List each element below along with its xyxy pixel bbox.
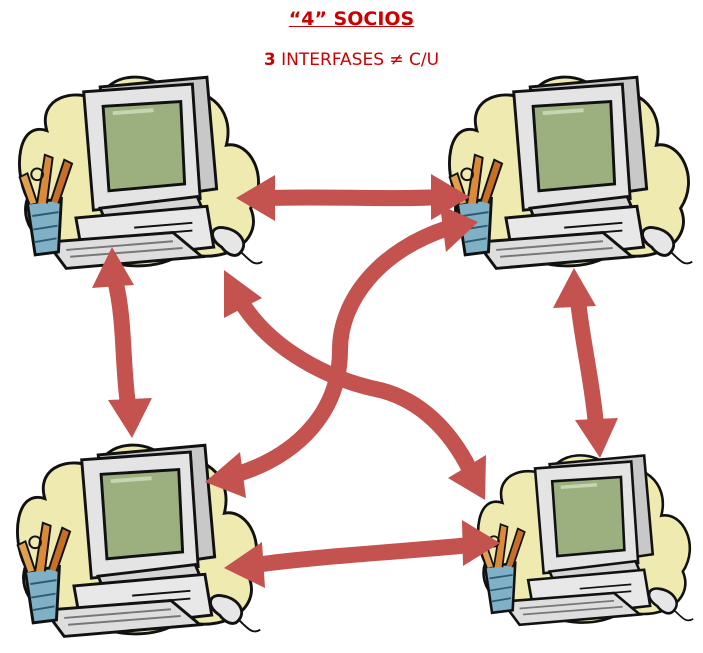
computer-top-right <box>447 75 695 271</box>
computer-top-left <box>17 75 265 271</box>
arrow-diagonal-tl-br <box>224 270 486 500</box>
subtitle-text: INTERFASES ≠ C/U <box>275 50 440 70</box>
arrow-bottom-horizontal <box>224 520 500 588</box>
arrow-top-horizontal <box>236 174 470 221</box>
page-subtitle: 3 INTERFASES ≠ C/U <box>0 50 703 70</box>
arrow-diagonal-tr-bl <box>205 205 478 498</box>
page-title: “4” SOCIOS <box>288 8 415 30</box>
arrow-right-vertical <box>553 268 618 458</box>
computer-bottom-right <box>476 453 696 627</box>
arrow-left-vertical <box>92 247 152 438</box>
interface-count: 3 <box>263 50 276 70</box>
